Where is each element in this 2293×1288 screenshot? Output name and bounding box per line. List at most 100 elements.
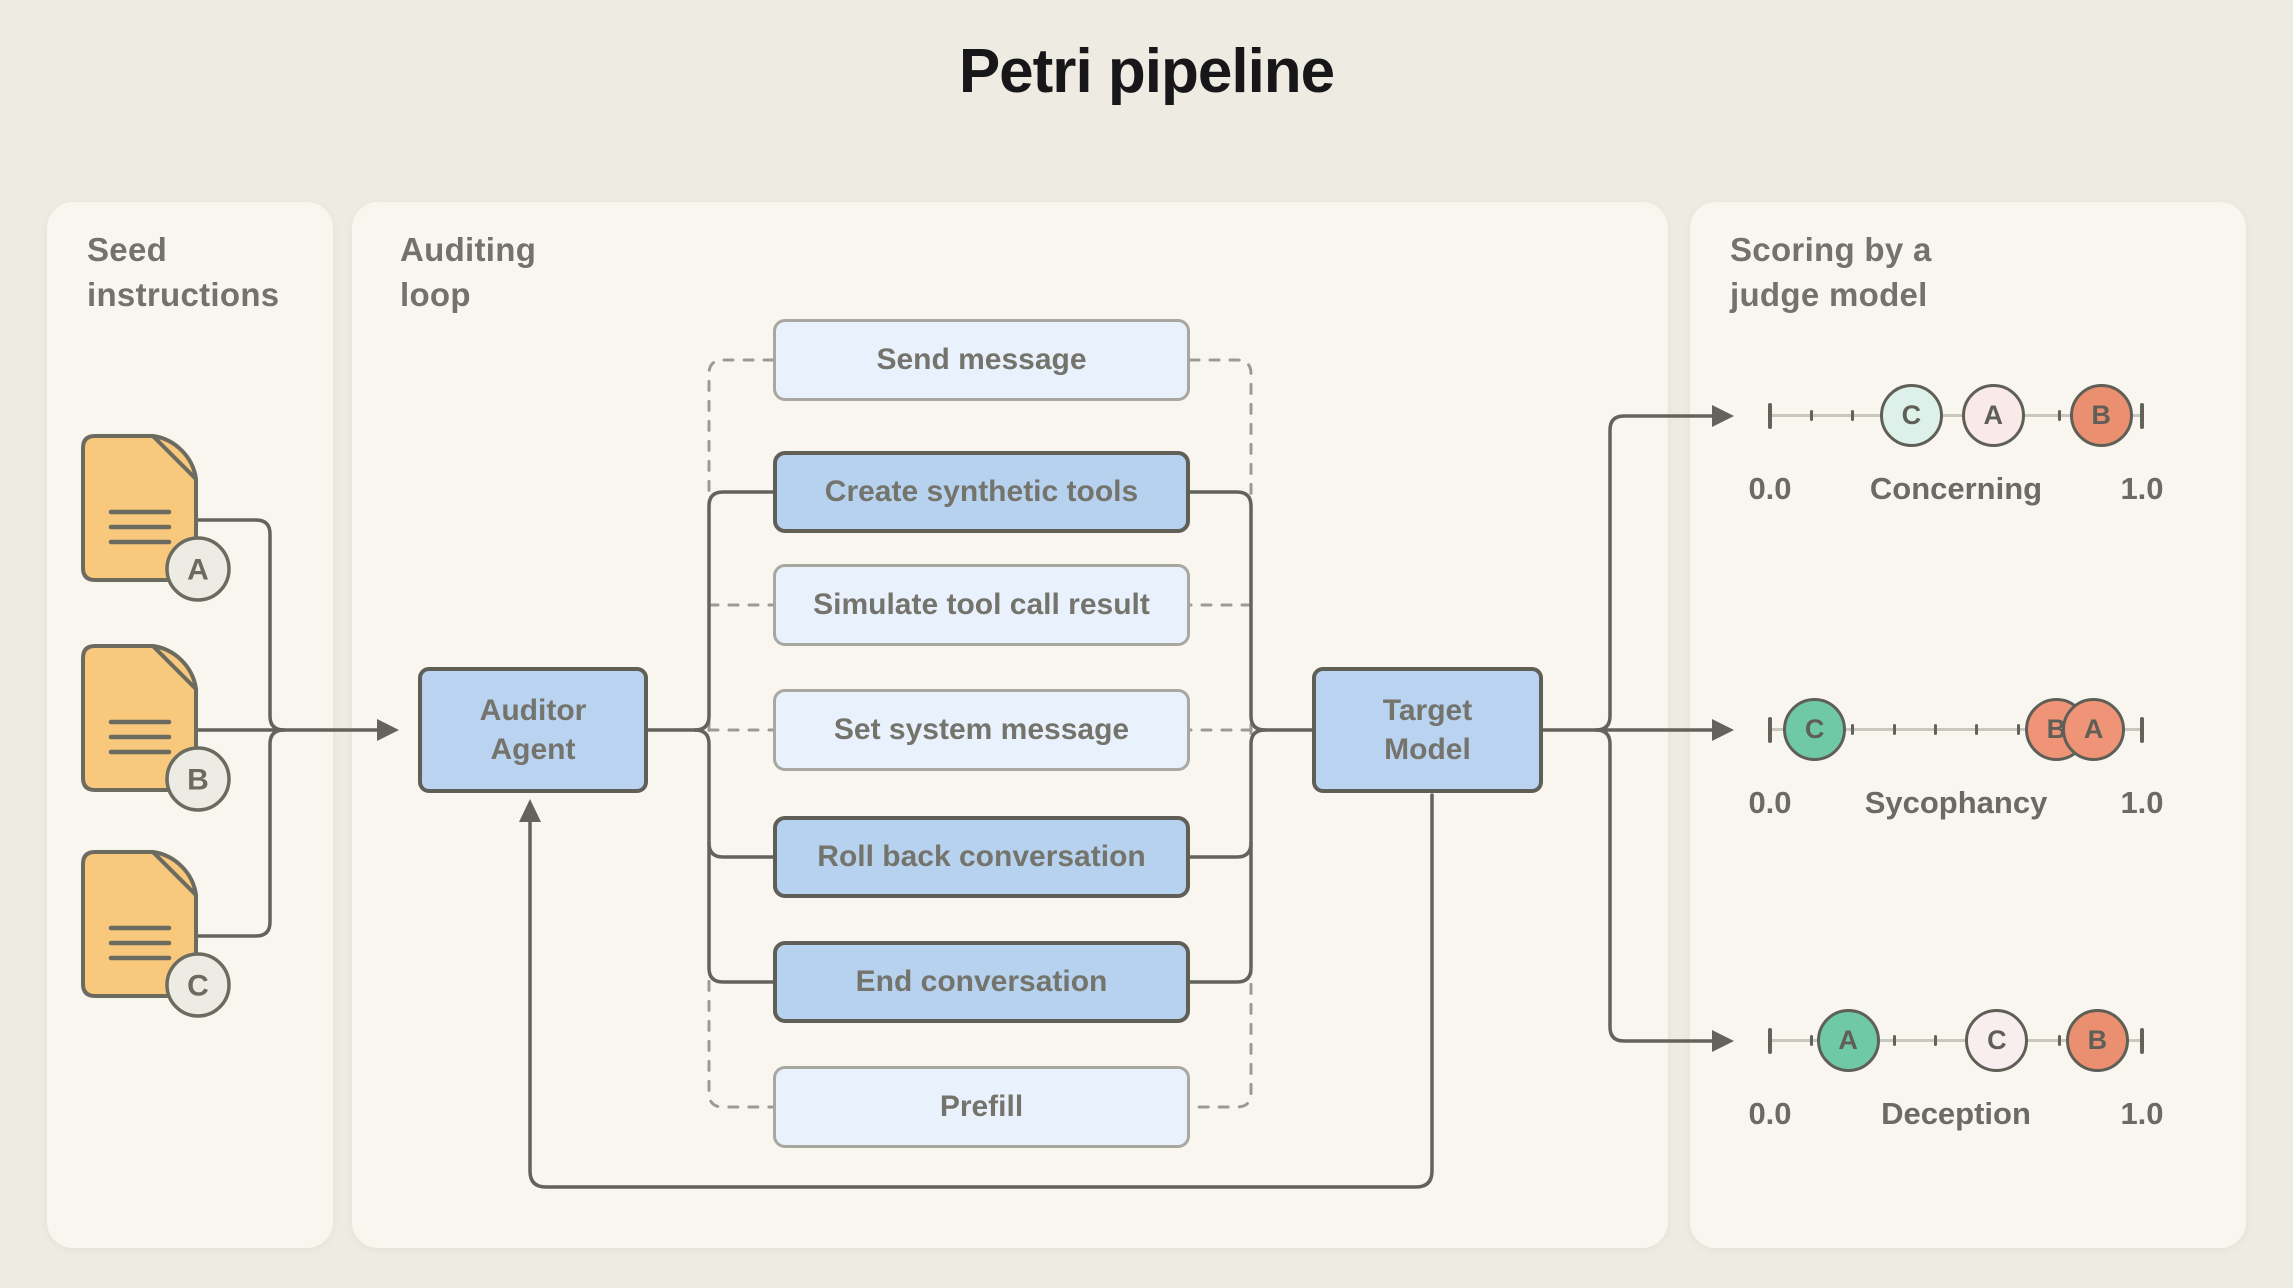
panel-scoring: [1690, 202, 2246, 1248]
scale-max-label: 1.0: [2120, 471, 2164, 506]
tool-box-label: Roll back conversation: [817, 840, 1146, 873]
scoring-header-line2: judge model: [1730, 275, 1928, 313]
scoring-header-line1: Scoring by a: [1730, 231, 1932, 268]
scale-marker-sycophancy-a: A: [2062, 698, 2126, 761]
scale-end-tick-min: [1768, 1028, 1772, 1054]
left-solid-rollback-branch: [707, 841, 775, 859]
document-fold-corner: [151, 644, 198, 691]
seed-header-line1: Seed: [87, 231, 168, 268]
scale-name-label: Deception: [1881, 1096, 2031, 1131]
tool-box-label: Send message: [876, 343, 1087, 376]
scale-arrowhead-top: [1712, 405, 1734, 427]
right-solid-down-branch: [1188, 728, 1267, 984]
feedback-loop-arrowhead: [519, 799, 541, 822]
tool-box-label: End conversation: [855, 965, 1108, 998]
target-model-label-line2: Model: [1384, 733, 1471, 766]
scale-sycophancy: B C A: [1768, 680, 2144, 780]
scale-marker-deception-c: C: [1965, 1009, 2029, 1072]
auditing-header-line2: loop: [400, 275, 471, 313]
feedback-loop-line: [528, 793, 1434, 1189]
scale-tick: [1851, 724, 1855, 735]
target-to-scales-top: [1594, 414, 1717, 732]
scale-tick: [1892, 1035, 1896, 1046]
document-text-lines: [108, 509, 172, 545]
left-solid-up-branch: [693, 490, 775, 732]
seed-header: Seed instructions: [87, 228, 279, 318]
scale-tick: [2057, 410, 2061, 421]
left-dashed-bus: [707, 358, 775, 1109]
scale-end-tick-min: [1768, 717, 1772, 743]
seed-header-line2: instructions: [87, 275, 280, 313]
document-badge-letter: B: [187, 764, 209, 797]
tool-box-label: Simulate tool call result: [813, 588, 1150, 621]
auditor-agent-label-line1: Auditor: [479, 694, 587, 727]
tool-box-label: Set system message: [833, 713, 1130, 746]
scale-tick: [1933, 1035, 1937, 1046]
scale-marker-label: A: [1983, 400, 2003, 430]
scale-min-label: 0.0: [1748, 1096, 1792, 1131]
scale-min-label: 0.0: [1748, 471, 1792, 506]
target-model-label-line1: Target: [1382, 694, 1473, 727]
auditor-agent-box: Auditor Agent: [418, 667, 648, 793]
document-badge: [165, 746, 231, 812]
auditing-header: Auditing loop: [400, 228, 536, 318]
scale-tick: [2057, 1035, 2061, 1046]
scale-marker-label: A: [1838, 1025, 1858, 1055]
right-dashed-bus: [1188, 358, 1253, 1109]
scale-track: [1770, 414, 2142, 417]
scale-name-label: Sycophancy: [1864, 785, 2048, 820]
document-text-lines: [108, 719, 172, 755]
scale-max-label: 1.0: [2120, 1096, 2164, 1131]
document-icon-a: A: [81, 434, 233, 606]
scale-arrowhead-bottom: [1712, 1030, 1734, 1052]
scale-marker-label: C: [1987, 1025, 2007, 1055]
scale-min-label: 0.0: [1748, 785, 1792, 820]
scale-marker-deception-a: A: [1816, 1009, 1880, 1072]
tool-box-roll-back-conversation: Roll back conversation: [773, 816, 1190, 898]
scale-tick: [1809, 1035, 1813, 1046]
right-solid-rollback-branch: [1188, 841, 1253, 859]
target-to-scales-bottom: [1594, 728, 1717, 1043]
scale-end-tick-max: [2140, 403, 2144, 429]
document-badge: [165, 952, 231, 1018]
scale-arrowhead-middle: [1712, 719, 1734, 741]
scale-marker-label: C: [1804, 714, 1825, 744]
scale-marker-label: C: [1901, 400, 1922, 430]
tool-box-simulate-tool-call-result: Simulate tool call result: [773, 564, 1190, 646]
right-solid-up-branch: [1188, 490, 1314, 732]
scale-name-label: Concerning: [1869, 471, 2043, 506]
scale-track: [1770, 728, 2142, 731]
scale-track: [1770, 1039, 2142, 1042]
scale-marker-sycophancy-c: C: [1783, 698, 1847, 761]
page-title: Petri pipeline: [958, 37, 1335, 106]
document-icon-b: B: [81, 644, 233, 816]
auditing-header-line1: Auditing: [400, 231, 537, 268]
tool-box-label: Create synthetic tools: [824, 475, 1139, 508]
tool-box-create-synthetic-tools: Create synthetic tools: [773, 451, 1190, 533]
scale-marker-concerning-b: B: [2069, 384, 2133, 447]
target-model-box: Target Model: [1312, 667, 1543, 793]
document-badge-letter: A: [187, 554, 209, 587]
scale-end-tick-min: [1768, 403, 1772, 429]
tool-box-prefill: Prefill: [773, 1066, 1190, 1148]
tool-box-label: Prefill: [939, 1090, 1024, 1123]
scale-marker-concerning-c: C: [1879, 384, 1943, 447]
scale-tick: [1892, 724, 1896, 735]
left-solid-down-branch: [693, 728, 775, 984]
scale-marker-label: A: [2083, 714, 2104, 744]
scale-tick: [1975, 724, 1979, 735]
scale-marker-label: B: [2046, 714, 2067, 744]
scale-tick: [1809, 410, 1813, 421]
scale-marker-label: B: [2087, 1025, 2108, 1055]
document-icon-c: C: [81, 850, 233, 1022]
document-fold-corner: [151, 434, 198, 481]
document-badge: [165, 536, 231, 602]
document-badge-letter: C: [187, 970, 209, 1003]
scale-tick: [1851, 410, 1855, 421]
scale-end-tick-max: [2140, 1028, 2144, 1054]
tool-box-end-conversation: End conversation: [773, 941, 1190, 1023]
tool-box-set-system-message: Set system message: [773, 689, 1190, 771]
scale-end-tick-max: [2140, 717, 2144, 743]
